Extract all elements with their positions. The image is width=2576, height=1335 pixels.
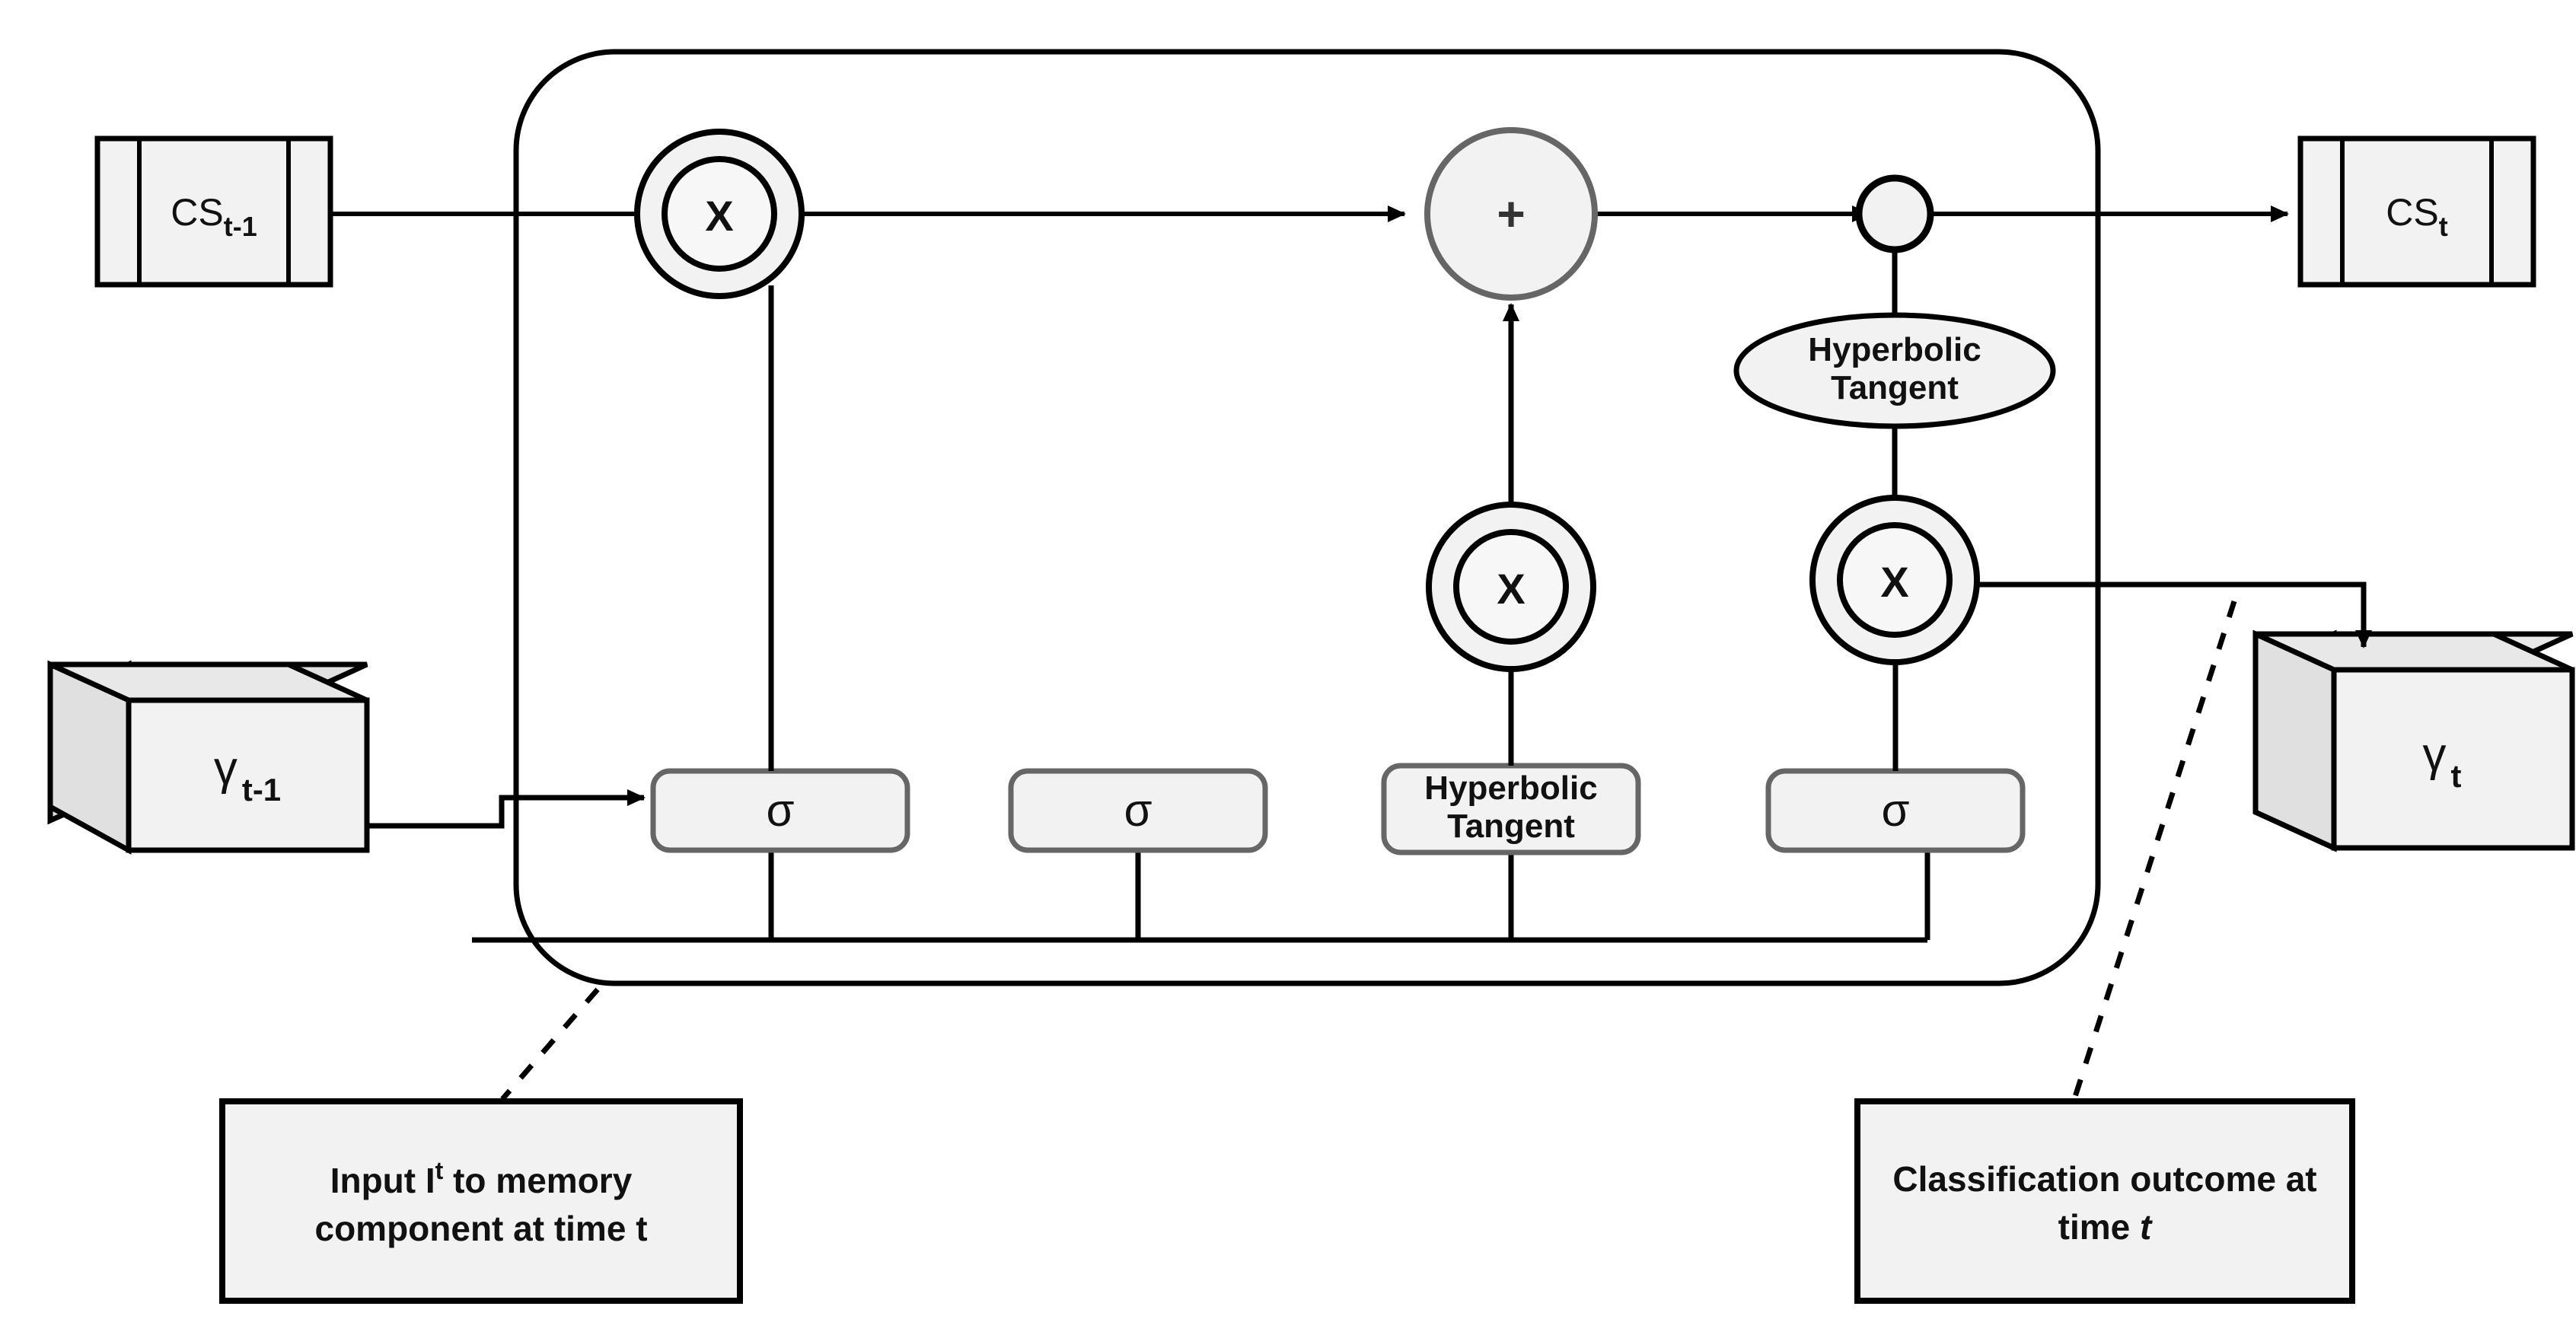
sigma-gate-3: σ [1765, 768, 2026, 853]
output-note-line1: Classification outcome at [1892, 1159, 2316, 1199]
input-note-box: Input It to memory component at time t [219, 1098, 743, 1304]
lstm-cell-container [513, 49, 2101, 986]
tanh-ellipse: Hyperbolic Tangent [1733, 312, 2056, 429]
svg-text:time t: time t [2058, 1207, 2153, 1247]
tanh-box-line2: Tangent [1447, 808, 1575, 845]
wire-output-multiply-to-hidden-next [1977, 581, 2372, 648]
cell-state-prev-sub: t-1 [224, 211, 257, 242]
svg-text:CSt-1: CSt-1 [171, 191, 257, 242]
sigma-gate-1-label: σ [766, 785, 794, 836]
input-note-line1-post: to memory [443, 1161, 632, 1200]
sigma-gate-2-label: σ [1124, 785, 1152, 836]
cell-state-next-box: CSt [2297, 135, 2536, 288]
svg-text:γt-1: γt-1 [214, 742, 281, 808]
hidden-next-label: γ [2423, 728, 2447, 781]
leader-line-output-note [2071, 600, 2237, 1101]
tanh-box-line1: Hyperbolic [1424, 769, 1597, 807]
input-note-line1-pre: Input I [330, 1161, 435, 1200]
svg-text:CSt: CSt [2386, 191, 2447, 242]
leader-line-input-note [500, 987, 600, 1101]
sigma-gate-1: σ [650, 768, 910, 853]
output-note-line2-pre: time [2058, 1207, 2140, 1247]
sigma-gate-3-label: σ [1881, 785, 1909, 836]
cell-state-add-symbol: + [1497, 186, 1525, 241]
output-note-box: Classification outcome at time t [1854, 1098, 2355, 1304]
output-gate-multiply: X [1809, 495, 1980, 665]
input-note-line2: component at time t [314, 1209, 647, 1248]
forget-gate-multiply-symbol: X [705, 192, 733, 240]
svg-text:γt: γt [2423, 728, 2462, 794]
cell-state-junction [1855, 174, 1934, 253]
output-note-line2-italic: t [2140, 1207, 2153, 1247]
wire-hidden-prev-to-sigma1 [367, 789, 646, 829]
hidden-prev-label: γ [214, 742, 238, 795]
tanh-ellipse-line1: Hyperbolic [1808, 331, 1981, 368]
input-gate-multiply-symbol: X [1497, 565, 1525, 613]
tanh-box: Hyperbolic Tangent [1381, 763, 1641, 855]
svg-text:Input It to memory: Input It to memory [330, 1157, 633, 1200]
tanh-ellipse-line2: Tangent [1831, 369, 1959, 406]
cell-state-prev-label: CS [171, 191, 223, 234]
cell-state-prev-box: CSt-1 [94, 135, 333, 288]
cell-state-next-label: CS [2386, 191, 2438, 234]
forget-gate-multiply: X [634, 129, 805, 299]
output-gate-multiply-symbol: X [1880, 558, 1908, 606]
hidden-next-sub: t [2451, 758, 2462, 794]
cell-state-add: + [1424, 127, 1598, 301]
input-gate-multiply: X [1426, 502, 1596, 672]
sigma-gate-2: σ [1008, 768, 1268, 853]
cell-state-next-sub: t [2439, 211, 2448, 242]
input-note-line1-sup: t [435, 1157, 444, 1184]
hidden-prev-sub: t-1 [242, 772, 281, 808]
